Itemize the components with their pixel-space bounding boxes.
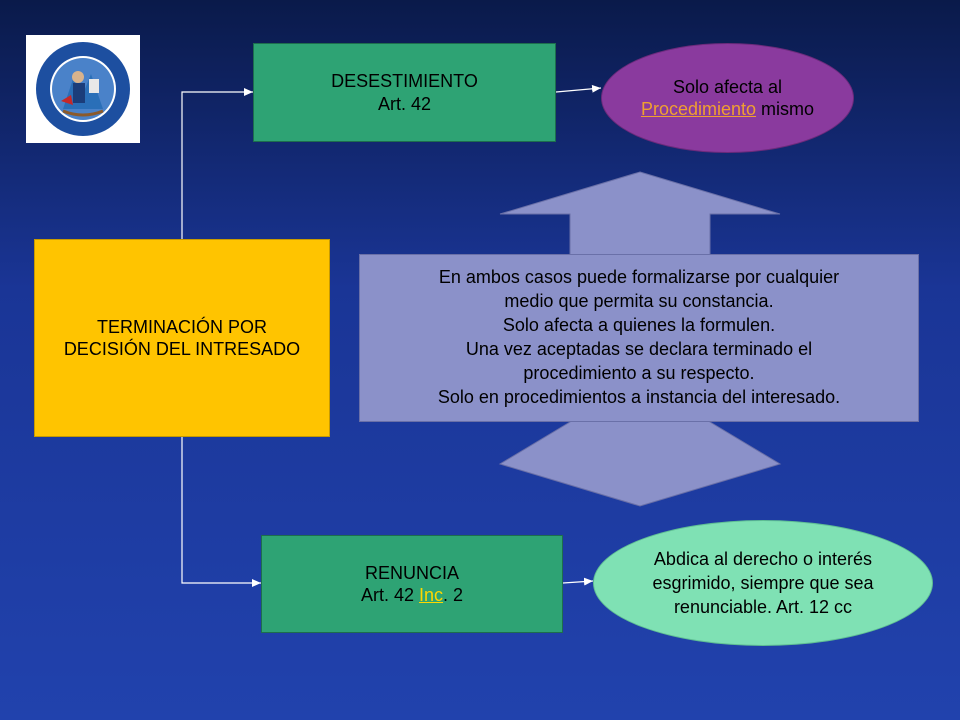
info-box: En ambos casos puede formalizarse por cu… xyxy=(359,254,919,422)
renuncia-article-suffix: . 2 xyxy=(443,585,464,605)
ellipse-bottom-line: renunciable. Art. 12 cc xyxy=(673,597,853,618)
desestimiento-title: DESESTIMIENTO xyxy=(331,71,478,91)
procedimiento-link[interactable]: Procedimiento xyxy=(640,99,757,119)
procedimiento-ellipse: Solo afecta al Procedimiento mismo xyxy=(601,43,854,153)
ellipse-bottom-line: esgrimido, siempre que sea xyxy=(652,572,874,593)
renuncia-ellipse: Abdica al derecho o interés esgrimido, s… xyxy=(593,520,933,646)
renuncia-article-prefix: Art. 42 xyxy=(360,585,419,605)
terminacion-line2: DECISIÓN DEL INTRESADO xyxy=(63,339,301,359)
contraloria-logo xyxy=(26,35,140,143)
connector-to-desestimiento xyxy=(181,88,253,239)
connector-to-renuncia xyxy=(181,437,261,587)
desestimiento-box: DESESTIMIENTO Art. 42 xyxy=(253,43,556,142)
inc-link[interactable]: Inc xyxy=(419,585,444,605)
info-line: Una vez aceptadas se declara terminado e… xyxy=(465,339,813,359)
renuncia-title: RENUNCIA xyxy=(364,562,459,583)
info-line: En ambos casos puede formalizarse por cu… xyxy=(438,267,840,288)
info-line: Solo afecta a quienes la formulen. xyxy=(502,315,776,336)
ellipse-bottom-line: Abdica al derecho o interés xyxy=(653,548,873,569)
desestimiento-article: Art. 42 xyxy=(377,93,432,114)
connector-renuncia-ellipse xyxy=(562,577,594,586)
terminacion-box: TERMINACIÓN POR DECISIÓN DEL INTRESADO xyxy=(34,239,330,437)
info-line: Solo en procedimientos a instancia del i… xyxy=(437,386,841,407)
connector-desestimiento-ellipse xyxy=(555,84,602,93)
seal-icon xyxy=(36,42,130,136)
ellipse-top-suffix: mismo xyxy=(756,99,815,119)
info-line: procedimiento a su respecto. xyxy=(523,362,755,383)
ellipse-top-line1: Solo afecta al xyxy=(672,76,783,97)
info-line: medio que permita su constancia. xyxy=(504,291,774,312)
terminacion-line1: TERMINACIÓN POR xyxy=(96,316,267,337)
renuncia-box: RENUNCIA Art. 42 Inc. 2 xyxy=(261,535,563,633)
